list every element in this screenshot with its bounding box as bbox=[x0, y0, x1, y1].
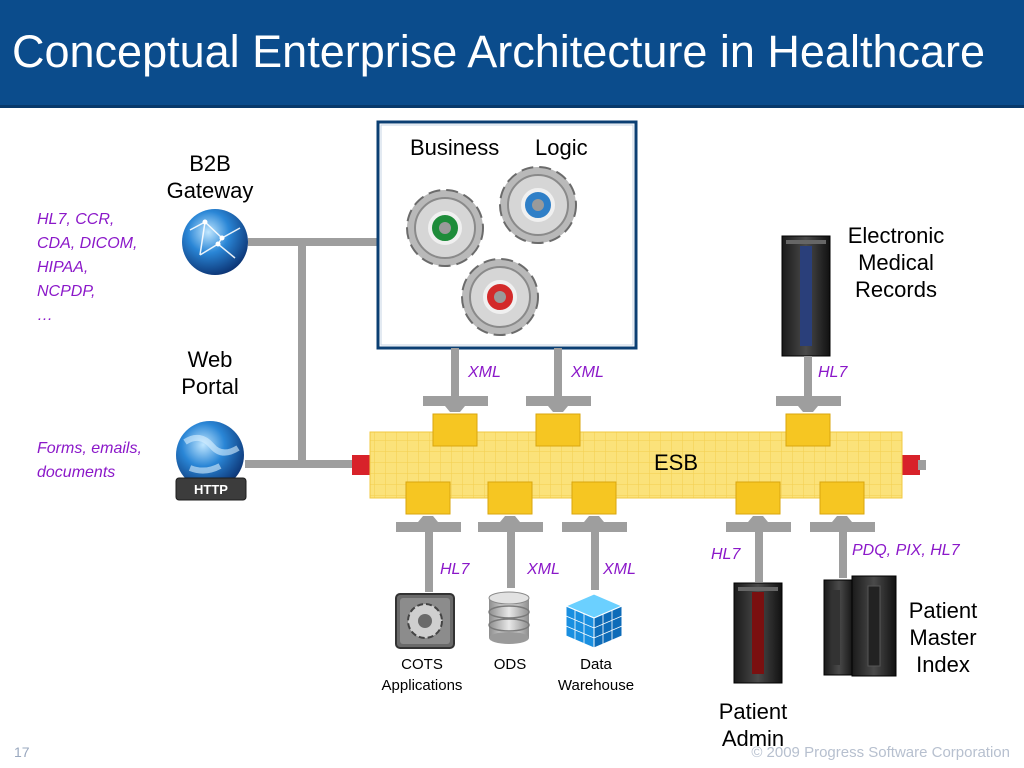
note-line: Forms, emails, bbox=[37, 440, 142, 457]
patient-admin-line2: Admin bbox=[721, 726, 785, 751]
connector-label-pmi: PDQ, PIX, HL7 bbox=[852, 542, 960, 559]
ods-label: ODS bbox=[493, 656, 527, 673]
connector-dw bbox=[562, 481, 627, 590]
cots-gear-icon bbox=[395, 593, 455, 649]
business-label: Business bbox=[410, 135, 500, 160]
connector-label-logic-left: XML bbox=[468, 364, 501, 381]
page-number: 17 bbox=[14, 744, 30, 760]
cots-label: COTS Applications bbox=[370, 654, 474, 696]
page-title: Conceptual Enterprise Architecture in He… bbox=[12, 26, 986, 77]
b2b-gateway-line1: B2B bbox=[189, 151, 231, 176]
connector-logic-right bbox=[526, 348, 591, 447]
connector-logic-left bbox=[423, 348, 488, 447]
protocol-line: CDA, DICOM, bbox=[37, 235, 138, 252]
dw-line1: Data bbox=[580, 656, 612, 673]
emr-line1: Electronic bbox=[847, 223, 945, 248]
copyright-text: © 2009 Progress Software Corporation bbox=[751, 744, 1010, 761]
database-icon bbox=[488, 591, 530, 644]
cots-line1: COTS bbox=[401, 656, 443, 673]
patient-admin-label: Patient Admin bbox=[703, 698, 803, 752]
server-icon bbox=[733, 582, 783, 684]
web-portal-line1: Web bbox=[187, 347, 233, 372]
connector-ods bbox=[478, 481, 543, 588]
connector-label-ods: XML bbox=[527, 561, 560, 578]
connector-label-emr: HL7 bbox=[818, 364, 848, 381]
data-cube-icon bbox=[564, 593, 624, 649]
connector-label-cots: HL7 bbox=[440, 561, 470, 578]
http-badge: HTTP bbox=[194, 482, 228, 497]
pmi-line1: Patient bbox=[908, 598, 978, 623]
connector-label-logic-right: XML bbox=[571, 364, 604, 381]
patient-admin-line1: Patient bbox=[718, 699, 788, 724]
pmi-line3: Index bbox=[916, 652, 970, 677]
title-bar: Conceptual Enterprise Architecture in He… bbox=[0, 0, 1024, 108]
protocol-line: NCPDP, bbox=[37, 283, 96, 300]
esb-label: ESB bbox=[654, 450, 699, 475]
web-portal-label: Web Portal bbox=[160, 346, 260, 400]
web-portal-line2: Portal bbox=[181, 374, 239, 399]
b2b-protocols: HL7, CCR, CDA, DICOM, HIPAA, NCPDP, … bbox=[37, 208, 137, 328]
cots-line2: Applications bbox=[381, 677, 463, 694]
pmi-line2: Master bbox=[909, 625, 977, 650]
protocol-line: … bbox=[37, 307, 53, 324]
gear-icon bbox=[499, 166, 577, 244]
gear-icon bbox=[406, 189, 484, 267]
dw-line2: Warehouse bbox=[557, 677, 635, 694]
gear-icon bbox=[461, 258, 539, 336]
connector-pmi bbox=[810, 481, 875, 578]
gateway-bus-lines bbox=[245, 238, 380, 468]
connector-cots bbox=[396, 481, 461, 592]
protocol-line: HL7, CCR, bbox=[37, 211, 115, 228]
emr-line3: Records bbox=[855, 277, 937, 302]
server-icon bbox=[781, 235, 831, 357]
logic-label: Logic bbox=[535, 135, 588, 160]
connector-label-admin: HL7 bbox=[711, 546, 741, 563]
note-line: documents bbox=[37, 464, 116, 481]
emr-label: Electronic Medical Records bbox=[836, 222, 956, 303]
data-warehouse-label: Data Warehouse bbox=[548, 654, 644, 696]
b2b-gateway-line2: Gateway bbox=[166, 178, 254, 203]
globe-icon bbox=[182, 209, 248, 275]
web-portal-notes: Forms, emails, documents bbox=[37, 437, 142, 485]
pmi-label: Patient Master Index bbox=[893, 597, 993, 678]
connector-admin bbox=[726, 481, 791, 582]
emr-line2: Medical bbox=[858, 250, 934, 275]
protocol-line: HIPAA, bbox=[37, 259, 89, 276]
b2b-gateway-label: B2B Gateway bbox=[160, 150, 260, 204]
connector-label-dw: XML bbox=[603, 561, 636, 578]
connector-emr bbox=[776, 356, 841, 447]
server-rack-icon bbox=[823, 575, 897, 677]
http-globe-icon: HTTP bbox=[175, 421, 247, 501]
